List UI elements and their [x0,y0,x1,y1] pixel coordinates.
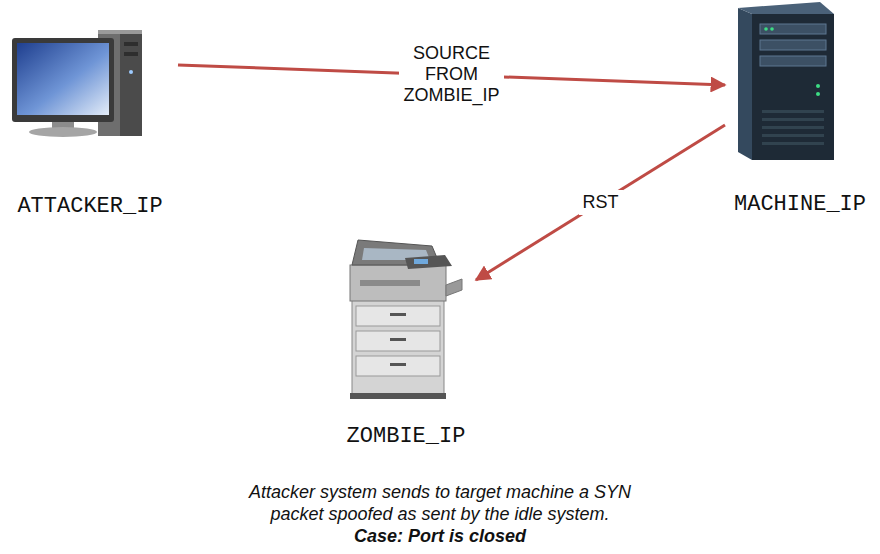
edge-label: SOURCE FROM ZOMBIE_IP [399,41,503,108]
host-node: ATTACKER_IP [2,25,178,220]
printer-icon [350,240,462,399]
server-icon [738,2,834,160]
caption-text: Attacker system sends to target machine … [220,481,660,525]
host-node: MACHINE_IP [725,0,875,218]
ip-label: MACHINE_IP [734,192,866,218]
footer: Attacker system sends to target machine … [0,481,880,547]
computer-icon [12,30,142,137]
arrow-connector [476,125,725,280]
case-note: Case: Port is closed [354,525,526,547]
host-node: ZOMBIE_IP [336,235,476,450]
edge-label: RST [579,190,623,215]
ip-label: ATTACKER_IP [17,194,162,220]
ip-label: ZOMBIE_IP [347,424,466,450]
